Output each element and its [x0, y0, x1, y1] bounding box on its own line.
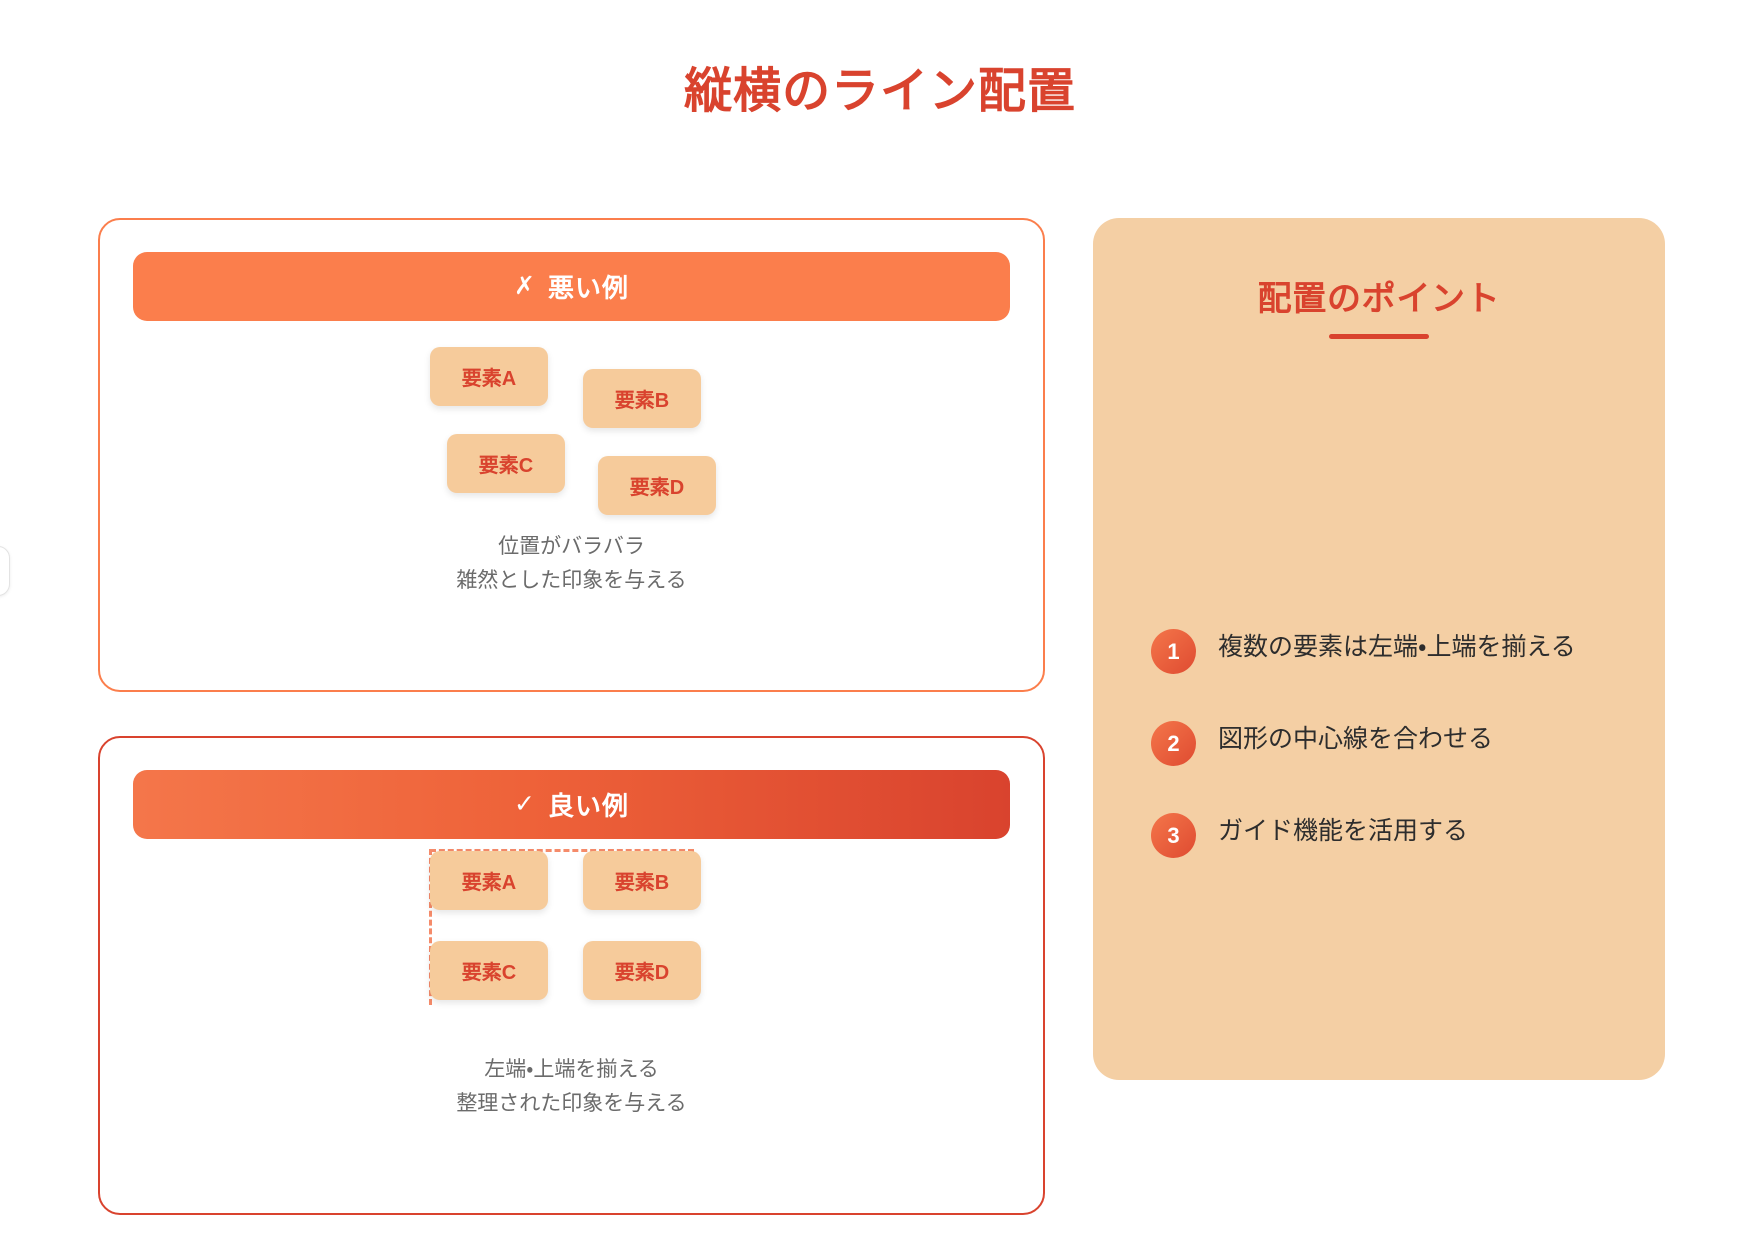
- list-item: 2 図形の中心線を合わせる: [1151, 720, 1621, 766]
- good-example-header: ✓ 良い例: [133, 770, 1010, 839]
- tips-panel-title: 配置のポイント: [1257, 280, 1501, 318]
- tips-list: 1 複数の要素は左端・上端を揃える 2 図形の中心線を合わせる 3 ガイド機能を…: [1151, 628, 1621, 904]
- list-item: 1 複数の要素は左端・上端を揃える: [1151, 628, 1621, 674]
- bad-example-card: ✗ 悪い例 要素A 要素B 要素C 要素D 位置がバラバラ 雑然とした印象を与え…: [98, 218, 1045, 692]
- horizontal-guide-line: [430, 849, 694, 852]
- check-icon: ✓: [513, 790, 536, 818]
- tip-text: 図形の中心線を合わせる: [1218, 725, 1494, 753]
- element-chip-d-good[interactable]: 要素D: [583, 941, 701, 1000]
- cross-icon: ✗: [513, 272, 536, 300]
- good-caption-line-1: 左端・上端を揃える: [484, 1058, 659, 1081]
- tip-number-badge: 2: [1151, 721, 1196, 766]
- element-chip-d-bad[interactable]: 要素D: [598, 456, 716, 515]
- bad-example-header: ✗ 悪い例: [133, 252, 1010, 321]
- tip-text: 複数の要素は左端・上端を揃える: [1218, 633, 1576, 661]
- examples-column: ✗ 悪い例 要素A 要素B 要素C 要素D 位置がバラバラ 雑然とした印象を与え…: [98, 218, 1045, 1215]
- element-chip-a-good[interactable]: 要素A: [430, 851, 548, 910]
- good-example-header-label: 良い例: [547, 791, 630, 821]
- element-chip-c-bad[interactable]: 要素C: [447, 434, 565, 493]
- element-chip-c-good[interactable]: 要素C: [430, 941, 548, 1000]
- good-example-caption: 左端・上端を揃える 整理された印象を与える: [100, 1053, 1043, 1120]
- element-chip-b-good[interactable]: 要素B: [583, 851, 701, 910]
- bad-caption-line-1: 位置がバラバラ: [498, 535, 645, 558]
- tips-panel: 配置のポイント 1 複数の要素は左端・上端を揃える 2 図形の中心線を合わせる …: [1093, 218, 1665, 1080]
- bad-example-caption: 位置がバラバラ 雑然とした印象を与える: [100, 530, 1043, 597]
- tip-number-badge: 3: [1151, 813, 1196, 858]
- bad-example-canvas: 要素A 要素B 要素C 要素D: [100, 220, 1043, 690]
- list-item: 3 ガイド機能を活用する: [1151, 812, 1621, 858]
- bad-example-header-label: 悪い例: [547, 273, 630, 303]
- tip-text: ガイド機能を活用する: [1218, 817, 1469, 845]
- vertical-guide-line: [429, 849, 432, 1005]
- page-title: 縦横のライン配置: [684, 65, 1076, 118]
- tip-number-badge: 1: [1151, 629, 1196, 674]
- bad-caption-line-2: 雑然とした印象を与える: [456, 568, 687, 592]
- good-example-canvas: 要素A 要素B 要素C 要素D: [100, 738, 1043, 1213]
- element-chip-a-bad[interactable]: 要素A: [430, 347, 548, 406]
- good-example-card: ✓ 良い例 要素A 要素B 要素C 要素D 左端・上端を揃える 整理された印象を…: [98, 736, 1045, 1215]
- element-chip-b-bad[interactable]: 要素B: [583, 369, 701, 428]
- tips-title-underline: [1329, 334, 1429, 339]
- good-caption-line-2: 整理された印象を与える: [456, 1091, 687, 1115]
